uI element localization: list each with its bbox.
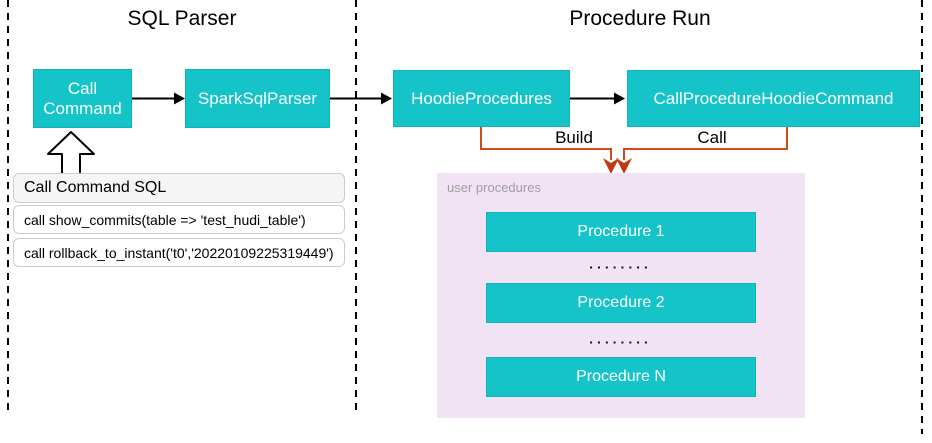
sql-table: Call Command SQL call show_commits(table… bbox=[13, 173, 345, 271]
user-procedures-panel: user procedures Procedure 1 ▪▪▪▪▪▪▪▪ Pro… bbox=[437, 173, 805, 418]
node-call-command: Call Command bbox=[33, 69, 132, 128]
ellipsis-dots: ▪▪▪▪▪▪▪▪ bbox=[589, 338, 653, 347]
connector-call bbox=[623, 127, 788, 160]
edge-label-call: Call bbox=[697, 128, 727, 147]
section-procedure-run-title: Procedure Run bbox=[569, 7, 711, 30]
call-arrowhead-icon bbox=[616, 158, 632, 174]
node-callprocedurehoodiecommand: CallProcedureHoodieCommand bbox=[627, 70, 920, 127]
arrow-sparksqlparser-to-hoodieprocedures bbox=[330, 92, 392, 105]
ellipsis-dots: ▪▪▪▪▪▪▪▪ bbox=[589, 263, 653, 272]
hollow-up-arrow-icon bbox=[47, 131, 95, 176]
user-procedures-label: user procedures bbox=[447, 180, 541, 195]
sql-table-header: Call Command SQL bbox=[13, 173, 345, 203]
build-arrowhead-icon bbox=[603, 158, 619, 174]
node-procedure-2: Procedure 2 bbox=[486, 283, 756, 323]
arrow-call-command-to-sparksqlparser bbox=[132, 92, 185, 105]
node-hoodieprocedures: HoodieProcedures bbox=[393, 70, 570, 127]
edge-label-build: Build bbox=[555, 128, 593, 147]
node-procedure-1: Procedure 1 bbox=[486, 212, 756, 252]
node-sparksqlparser: SparkSqlParser bbox=[185, 69, 330, 128]
section-sql-parser-title: SQL Parser bbox=[127, 7, 237, 30]
node-procedure-n: Procedure N bbox=[486, 357, 756, 397]
sql-table-row: call show_commits(table => 'test_hudi_ta… bbox=[13, 205, 345, 234]
arrow-hoodieprocedures-to-callprocedurehoodiecommand bbox=[570, 92, 625, 105]
connector-build bbox=[480, 127, 612, 160]
sql-table-row: call rollback_to_instant('t0','202201092… bbox=[13, 238, 345, 267]
